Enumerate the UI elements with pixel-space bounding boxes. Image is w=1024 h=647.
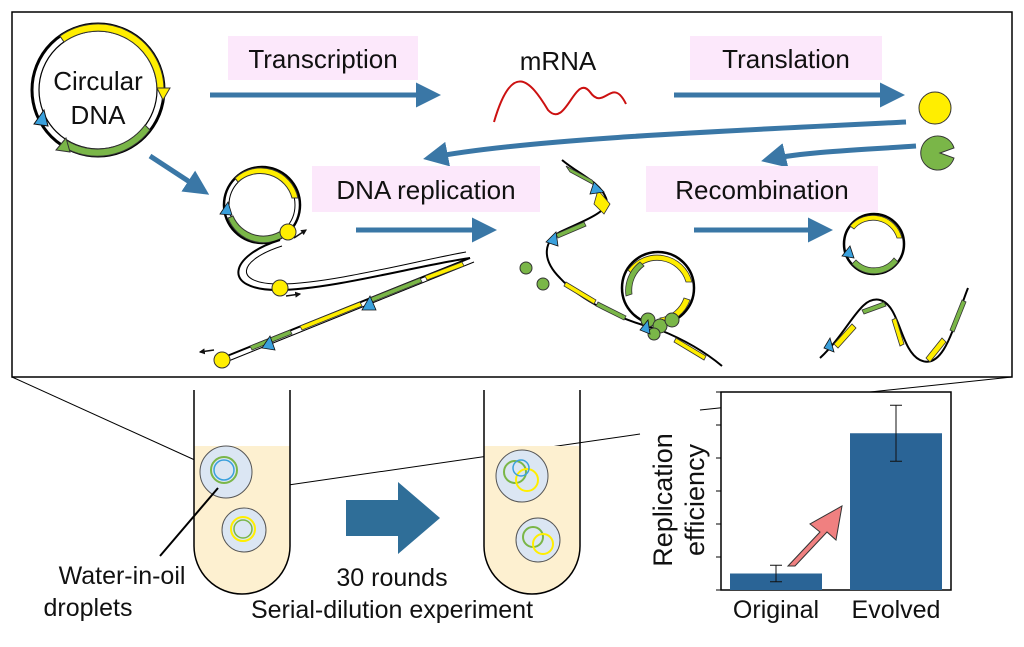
droplets-label-line2: droplets <box>44 594 133 622</box>
zoom-line-left <box>11 376 209 467</box>
bar-chart: Replication efficiency Original Evolved <box>648 391 952 624</box>
error-bar-evolved <box>890 404 902 462</box>
polymerase-protein-icon <box>918 91 952 125</box>
mrna-label: mRNA <box>520 46 597 76</box>
dna-to-replication-arrow <box>148 153 210 195</box>
replication-product <box>519 159 723 367</box>
serial-dilution-arrow-icon <box>346 482 440 554</box>
transcription-label: Transcription <box>248 44 397 74</box>
circular-dna-label-line1: Circular <box>53 66 143 96</box>
tube-after <box>483 390 581 595</box>
improvement-arrow-icon <box>786 505 843 567</box>
recombination-label-bg <box>646 166 878 212</box>
droplet-pointer-line <box>159 487 219 557</box>
promoter-triangle-icon <box>33 108 49 127</box>
x-tick-label-original: Original <box>733 596 819 624</box>
transcription-label-bg <box>228 36 418 80</box>
chart-y-ticks <box>716 391 721 591</box>
droplets-label-line1: Water-in-oil <box>59 562 186 590</box>
x-tick-label-evolved: Evolved <box>852 596 941 624</box>
circular-dna-label-line2: DNA <box>71 100 127 130</box>
recombination-products <box>819 212 969 363</box>
recombinase-protein-icon <box>920 135 955 171</box>
mrna-wave <box>493 80 627 123</box>
chart-ylabel-line2: efficiency <box>680 443 710 556</box>
recombinase-return-arrow <box>761 143 917 168</box>
rounds-label: 30 rounds <box>336 564 447 592</box>
rolling-circle-replication <box>198 165 475 369</box>
circular-dna-large <box>30 22 171 158</box>
zoom-line-chart <box>253 433 641 491</box>
dna-replication-label-bg <box>312 166 540 212</box>
chart-ylabel-line1: Replication <box>648 433 678 567</box>
dna-replication-label: DNA replication <box>336 175 515 205</box>
translation-label: Translation <box>722 44 850 74</box>
error-bar-original <box>770 564 782 583</box>
experiment-label: Serial-dilution experiment <box>251 596 533 624</box>
tube-before <box>193 390 291 595</box>
translation-label-bg <box>690 36 882 80</box>
recombination-label: Recombination <box>675 175 848 205</box>
polymerase-return-arrow <box>423 119 907 167</box>
